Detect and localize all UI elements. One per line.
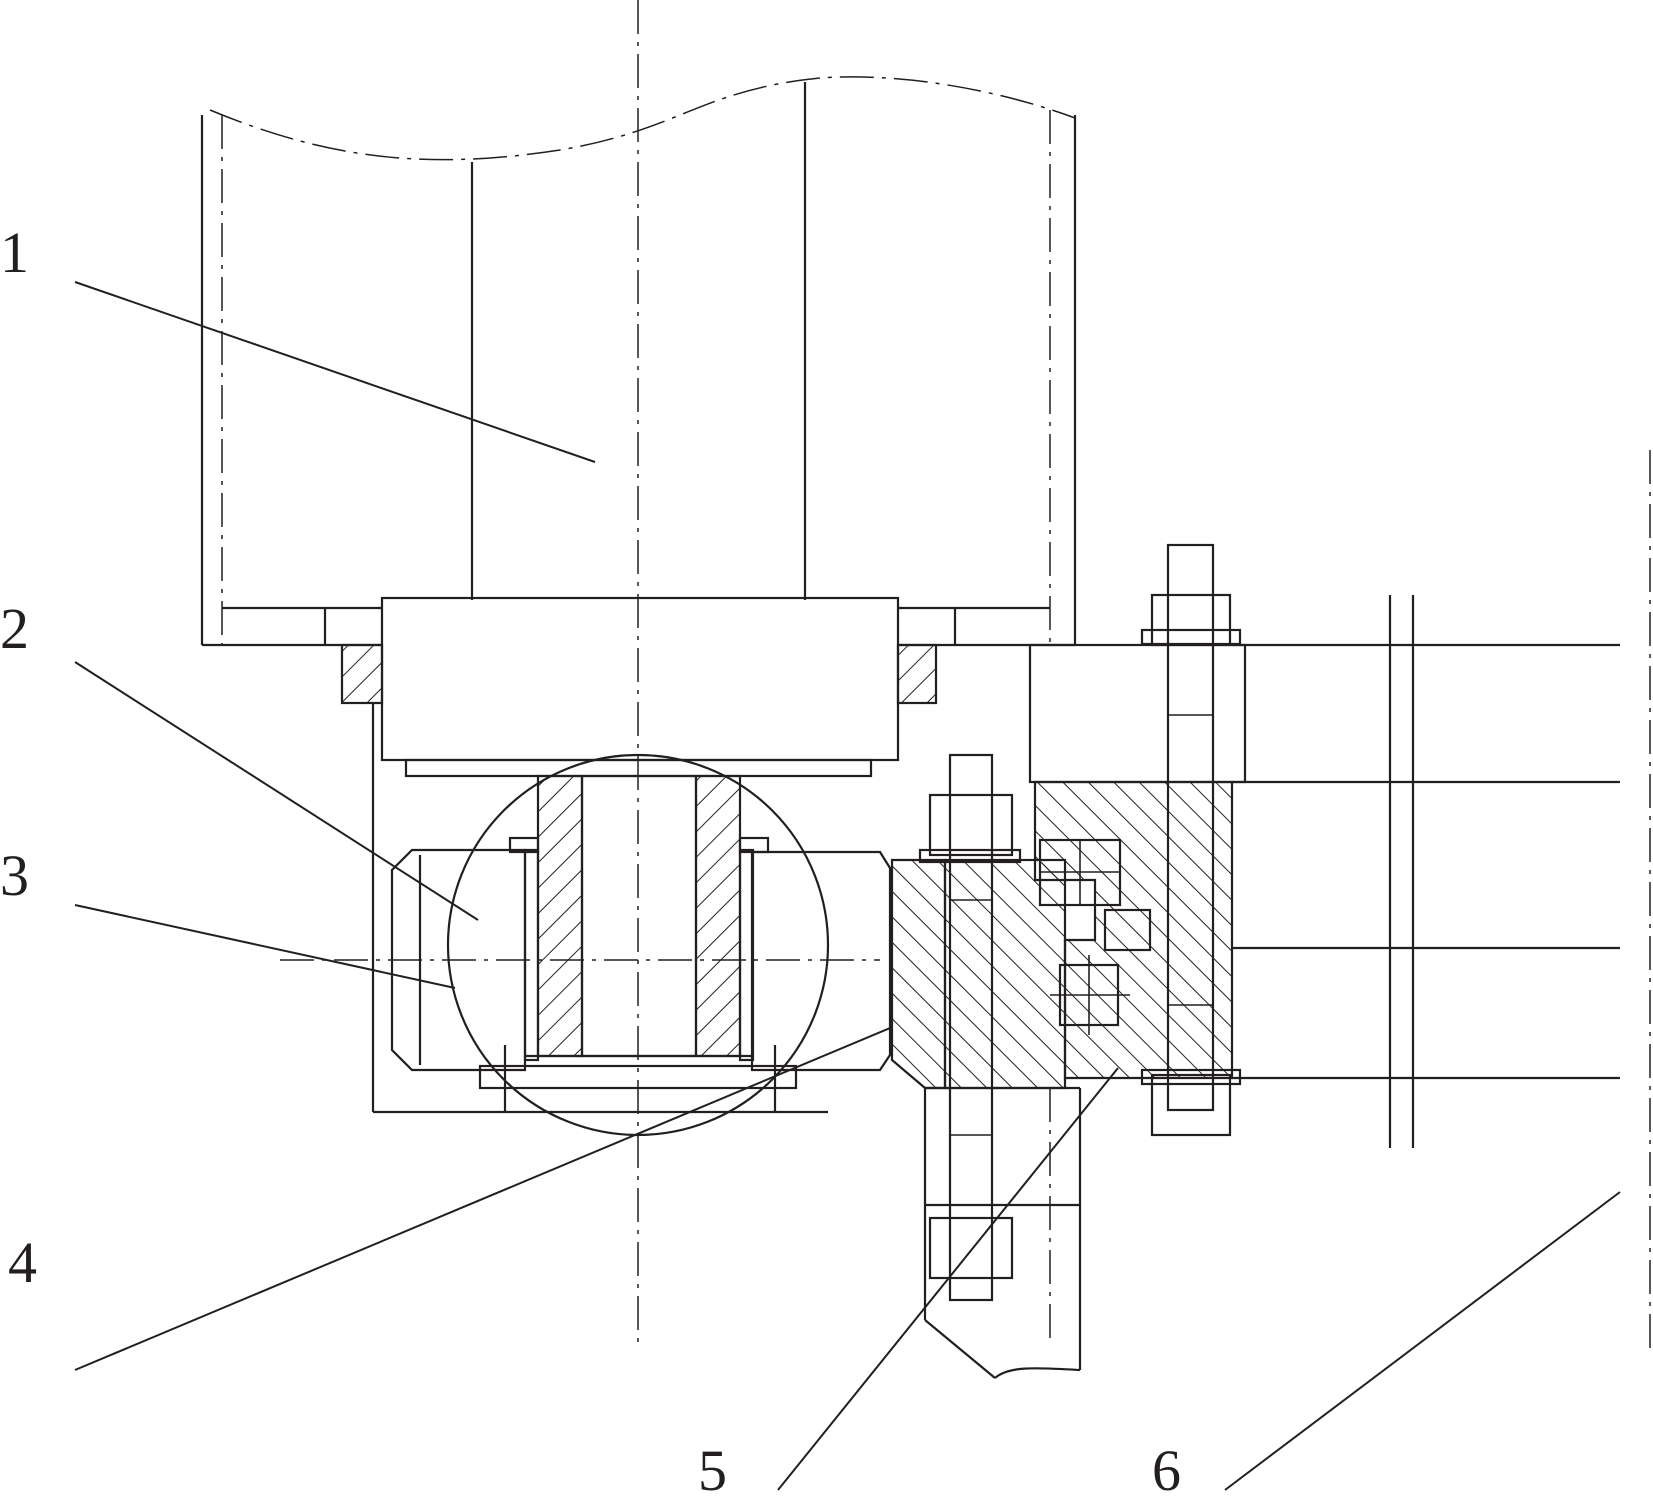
- centre-lines: [280, 0, 880, 1345]
- leader-4: [74, 1027, 891, 1371]
- callout-3: 3: [0, 843, 29, 908]
- callouts: 1 2 3 4 5 6: [0, 220, 1181, 1503]
- leader-lines: [74, 281, 1621, 1491]
- bearing-housing: [340, 596, 938, 1137]
- anchor-block: [890, 543, 1247, 1379]
- callout-1: 1: [0, 220, 29, 285]
- leader-2: [74, 661, 479, 921]
- callout-5: 5: [698, 1438, 727, 1503]
- leader-6: [1224, 1191, 1621, 1491]
- leader-1: [74, 281, 596, 463]
- callout-2: 2: [0, 596, 29, 661]
- callout-6: 6: [1152, 1438, 1181, 1503]
- leader-5: [777, 1067, 1119, 1491]
- callout-4: 4: [8, 1230, 37, 1295]
- beam: [1232, 450, 1651, 1350]
- leader-3: [74, 904, 456, 989]
